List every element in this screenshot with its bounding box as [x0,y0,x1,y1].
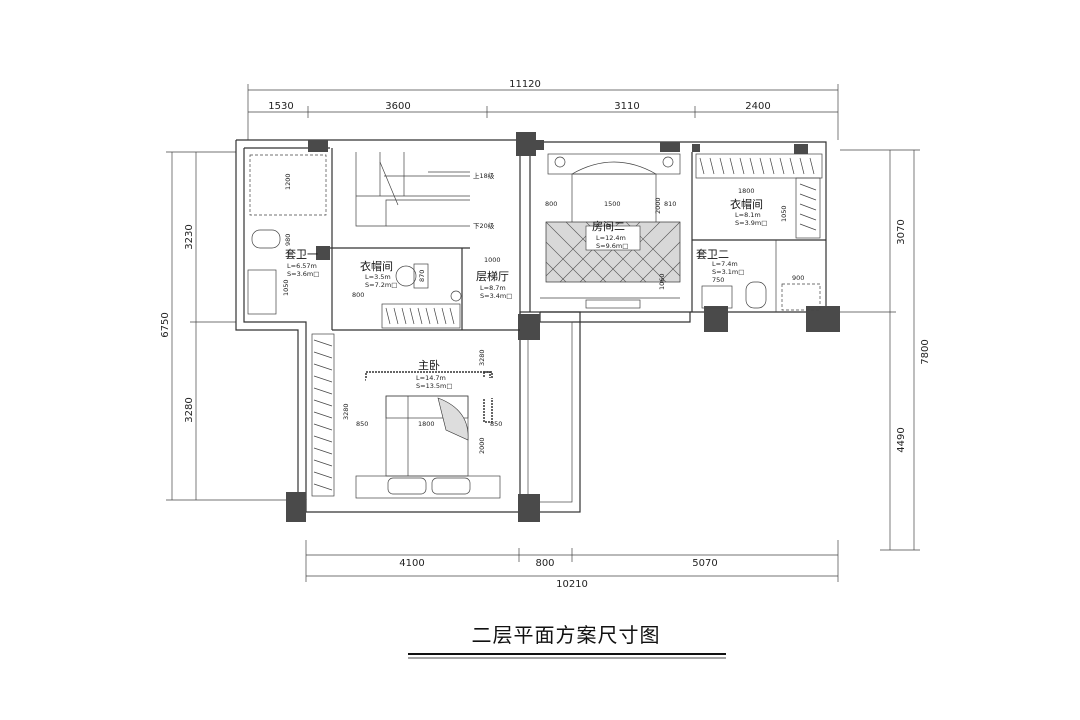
bath1: 套卫一 L=6.57m S=3.6m□ 1200 980 1050 [247,154,327,315]
dim-1000: 1000 [484,256,501,264]
dim-3280b: 3280 [478,349,486,366]
dim-850b: 850 [490,420,502,428]
top-seg-2: 3600 [385,101,410,112]
bath2-s: S=3.1m□ [712,268,744,276]
round-mirror-icon [395,265,417,287]
dim-1800b: 1800 [418,420,435,428]
top-seg-1: 1530 [268,101,293,112]
left-total-dim: 6750 [160,312,171,337]
dim-1200: 1200 [284,173,292,190]
dim-800a: 800 [352,291,364,299]
room2-name: 房间二 [592,220,625,233]
left-seg-1: 3230 [184,224,195,249]
bath2-toilet-icon [745,281,767,309]
stair-hall: 层梯厅 L=8.7m S=3.4m□ 1000 [450,256,512,302]
dim-1050a: 1050 [282,279,290,296]
dim-810: 810 [664,200,676,208]
dim-3280: 3280 [342,403,350,420]
dim-800b: 800 [545,200,557,208]
dim-1500: 1500 [604,200,621,208]
stairs: 上18级 下20级 [355,152,495,230]
right-total-dim: 7800 [920,339,931,364]
right-seg-2: 4490 [896,427,907,452]
bath1-l: L=6.57m [287,262,317,270]
bath2-l: L=7.4m [712,260,738,268]
stairs-up: 上18级 [473,171,495,180]
dim-1800a: 1800 [738,187,755,195]
room2-l: L=12.4m [596,234,626,242]
closet2-name: 衣帽间 [730,197,763,211]
stair-hall-l: L=8.7m [480,284,506,292]
room2: 房间二 L=12.4m S=9.6m□ 800 1500 810 2000 10… [545,153,681,309]
dim-980: 980 [284,234,292,246]
closet-rack [381,303,461,329]
master-name: 主卧 [418,359,440,372]
left-dimensions: 6750 3230 3280 [160,151,290,501]
dim-850a: 850 [356,420,368,428]
top-total-dim: 11120 [509,79,541,90]
bottom-seg-2: 800 [535,558,554,569]
closet1-name: 衣帽间 [360,259,393,273]
dim-1060: 1060 [658,273,666,290]
sink-icon [247,269,277,315]
room2-s: S=9.6m□ [596,242,628,250]
toilet-icon [251,229,281,249]
plan-title: 二层平面方案尺寸图 [472,623,661,647]
closet2-l: L=8.1m [735,211,761,219]
master-bedroom: 主卧 L=14.7m S=13.5m□ 850 1800 850 3280 20… [311,333,502,499]
stair-hall-name: 层梯厅 [476,270,509,283]
bottom-seg-3: 5070 [692,558,717,569]
right-seg-1: 3070 [896,219,907,244]
master-l: L=14.7m [416,374,446,382]
master-s: S=13.5m□ [416,382,453,390]
columns [286,132,840,522]
dim-1050b: 1050 [780,205,788,222]
dim-900: 900 [792,274,804,282]
top-seg-3: 3110 [614,101,639,112]
bath1-s: S=3.6m□ [287,270,319,278]
dim-750: 750 [712,276,724,284]
dim-870: 870 [418,270,426,282]
bath2-sink-icon [701,285,733,309]
top-seg-4: 2400 [745,101,770,112]
dim-2000b: 2000 [478,437,486,454]
closet1: 衣帽间 L=3.5m S=7.2m□ 800 870 [352,259,461,329]
right-dimensions: 3070 7800 4490 [840,149,931,551]
left-seg-2: 3280 [184,397,195,422]
top-dimensions: 11120 1530 3600 3110 2400 [247,79,839,140]
partitions [330,148,826,331]
stairs-down: 下20级 [473,221,495,230]
dim-2000a: 2000 [654,197,662,214]
bath1-name: 套卫一 [285,248,318,261]
closet1-s: S=7.2m□ [365,281,397,289]
closet1-l: L=3.5m [365,273,391,281]
bath2-name: 套卫二 [696,248,729,261]
bottom-seg-1: 4100 [399,558,424,569]
drawing-title: 二层平面方案尺寸图 [408,623,726,659]
bath2: 套卫二 L=7.4m S=3.1m□ 750 900 [696,248,821,311]
bottom-dimensions: 4100 800 5070 10210 [305,540,839,590]
closet2: 1800 衣帽间 L=8.1m S=3.9m□ 1050 [695,153,823,239]
bottom-total-dim: 10210 [556,579,588,590]
stair-hall-s: S=3.4m□ [480,292,512,300]
closet2-s: S=3.9m□ [735,219,767,227]
